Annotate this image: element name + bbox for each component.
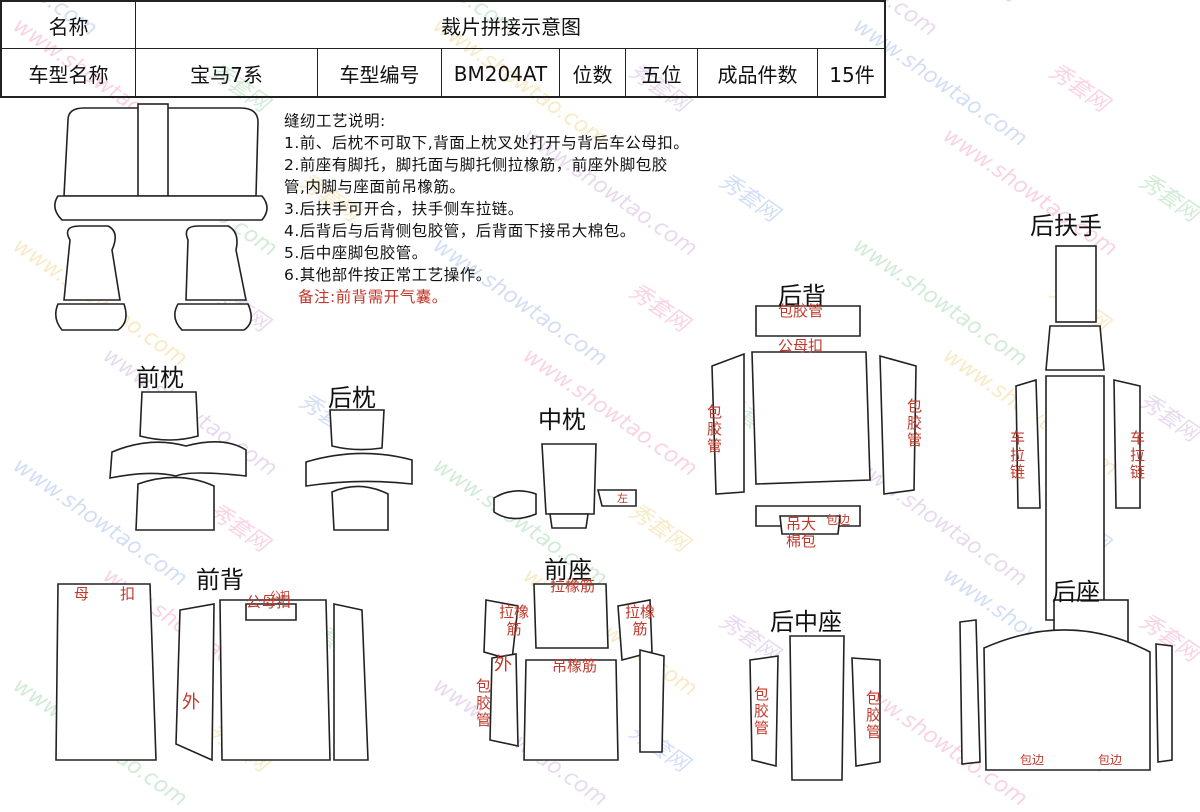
pieces-cell: 15件 [818, 49, 886, 98]
label-pull-elastic-top: 拉橡筋 [550, 577, 596, 595]
model-code-cell: BM204AT [442, 49, 560, 98]
label-snap: 公母扣 [778, 337, 824, 355]
seats-cell: 五位 [626, 49, 698, 98]
model-code-label: 车型编号 [339, 63, 420, 87]
diagram-title-cell: 裁片拼接示意图 [136, 2, 886, 49]
section-middle-headrest: 中枕 [538, 406, 586, 434]
label-hang-cotton: 吊大棉包 [786, 515, 817, 550]
section-rear-middle-seat: 后中座 [770, 608, 842, 636]
notes-remark: 备注:前背需开气囊。 [298, 288, 448, 306]
notes-line: 6.其他部件按正常工艺操作。 [284, 266, 492, 284]
front-seat-pieces [483, 583, 665, 761]
label-outer-front-seat: 外 [494, 654, 512, 675]
notes-heading: 缝纫工艺说明: [284, 112, 386, 130]
label-pull-elastic-left: 拉橡筋 [498, 603, 529, 638]
label-binding-rear-seat-left: 包边 [1020, 753, 1045, 767]
model-code-label-cell: 车型编号 [318, 49, 442, 98]
seat-overview-illustration [54, 103, 268, 331]
label-edge-tube-left: 包胶管 [705, 404, 723, 455]
pieces-label-cell: 成品件数 [698, 49, 818, 98]
sewing-notes: 缝纫工艺说明: 1.前、后枕不可取下,背面上枕叉处打开与背后车公母扣。 2.前座… [284, 110, 884, 308]
label-binding-rear-seat-right: 包边 [1098, 753, 1123, 767]
label-edge-tube-middle-right: 包胶管 [864, 690, 882, 741]
label-pull-elastic-right: 拉橡筋 [624, 603, 655, 638]
front-back-pieces [55, 583, 369, 762]
notes-line: 2.前座有脚托，脚托面与脚托侧拉橡筋，前座外脚包胶 [284, 156, 668, 174]
rear-armrest-pieces [1015, 245, 1141, 621]
label-buckle: 扣 [120, 585, 136, 603]
label-snap-front-back: 公母扣 [246, 593, 292, 611]
label-left: 左 [617, 492, 628, 505]
label-edge-tube: 包胶管 [778, 302, 824, 320]
front-headrest-pieces [109, 391, 247, 531]
notes-line: 3.后扶手可开合，扶手侧车拉链。 [284, 200, 524, 218]
notes-line: 1.前、后枕不可取下,背面上枕叉处打开与背后车公母扣。 [284, 134, 690, 152]
label-zipper-left: 车拉链 [1008, 430, 1026, 481]
model-name: 宝马7系 [190, 63, 263, 87]
label-edge-tube-right: 包胶管 [905, 398, 923, 449]
model-name-label-cell: 车型名称 [2, 49, 136, 98]
notes-line: 管,内脚与座面前吊橡筋。 [284, 178, 466, 196]
model-name-cell: 宝马7系 [136, 49, 318, 98]
rear-back-pieces [711, 305, 917, 535]
pieces: 15件 [829, 63, 875, 87]
section-rear-back: 后背 [778, 282, 826, 310]
pieces-label: 成品件数 [717, 63, 798, 87]
header-table: 名称 裁片拼接示意图 车型名称 宝马7系 车型编号 BM204AT 位数 五位 … [0, 0, 886, 98]
middle-headrest-pieces [493, 443, 637, 529]
label-binding-rear-back: 包边 [826, 513, 851, 527]
label-female: 母 [74, 585, 90, 603]
seats: 五位 [641, 63, 682, 87]
section-rear-armrest: 后扶手 [1030, 212, 1102, 240]
section-rear-seat: 后座 [1052, 578, 1100, 606]
notes-line: 5.后中座脚包胶管。 [284, 244, 428, 262]
rear-seat-pieces [959, 599, 1173, 771]
model-code: BM204AT [453, 61, 548, 86]
label-zipper-right: 车拉链 [1128, 430, 1146, 481]
label-hang-elastic: 吊橡筋 [552, 657, 598, 675]
section-front-seat: 前座 [544, 556, 592, 584]
notes-line: 4.后背后与后背侧包胶管，后背面下接吊大棉包。 [284, 222, 636, 240]
label-edge-tube-middle-left: 包胶管 [752, 686, 770, 737]
section-front-headrest: 前枕 [136, 364, 184, 392]
name-label: 名称 [48, 14, 89, 39]
seats-label-cell: 位数 [560, 49, 626, 98]
model-name-label: 车型名称 [28, 63, 109, 87]
diagram-title: 裁片拼接示意图 [441, 14, 581, 39]
name-label-cell: 名称 [2, 2, 136, 49]
rear-headrest-pieces [305, 409, 413, 531]
label-edge-tube-front-seat: 包胶管 [474, 678, 492, 729]
label-snap-small: 公扣 [270, 591, 290, 602]
section-front-back: 前背 [196, 566, 244, 594]
rear-middle-seat-pieces [749, 635, 881, 781]
section-rear-headrest: 后枕 [328, 384, 376, 412]
label-outer-front-back: 外 [182, 692, 200, 713]
seats-label: 位数 [572, 63, 613, 87]
